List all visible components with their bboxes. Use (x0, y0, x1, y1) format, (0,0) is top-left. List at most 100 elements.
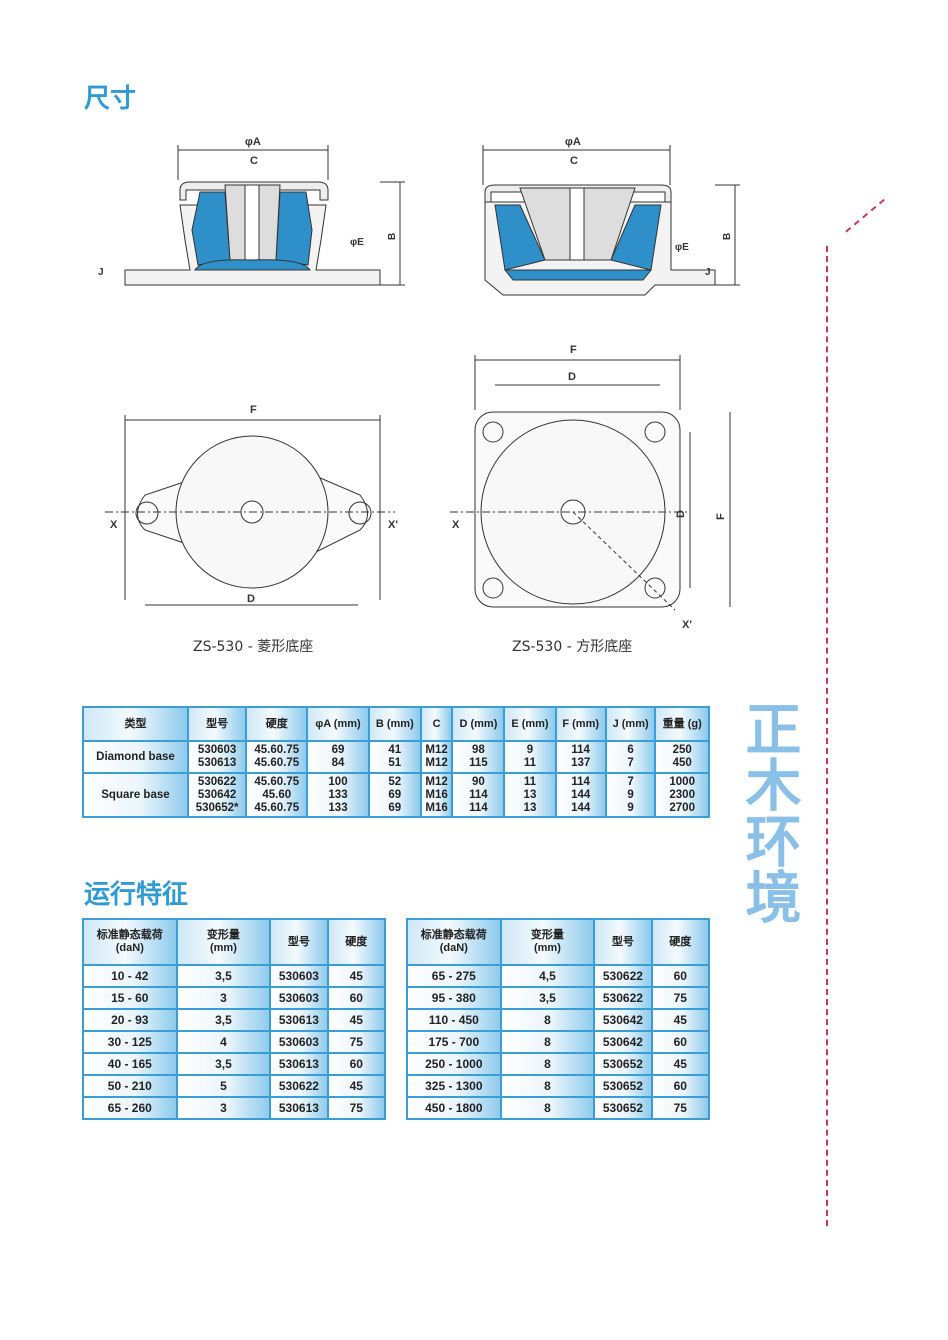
cell: 4 (175, 1030, 272, 1054)
col-header: E (mm) (503, 706, 557, 742)
label-phiA: φA (245, 136, 261, 148)
cell-A: 100 133 133 (306, 772, 370, 818)
col-header: J (mm) (604, 706, 657, 742)
col-header: 标准静态载荷 (daN) (406, 918, 502, 966)
cell: 530603 (269, 964, 329, 988)
label-J: J (98, 267, 104, 278)
label-C: C (570, 155, 578, 167)
cell: 75 (650, 1096, 711, 1120)
dimensions-title: 尺寸 (84, 84, 137, 114)
cross-section-drawings: φA C B φE J φA C B φE J (98, 136, 740, 296)
cell: 60 (326, 1052, 387, 1076)
col-header: 变形量 (mm) (175, 918, 272, 966)
cell: 45 (326, 1074, 387, 1098)
cell: 60 (650, 964, 711, 988)
cell-weight: 1000 2300 2700 (654, 772, 710, 818)
label-B: B (722, 233, 733, 240)
cell: 95 - 380 (406, 986, 502, 1010)
label-D: D (568, 371, 576, 383)
cell: 3,5 (175, 964, 272, 988)
col-header: B (mm) (367, 706, 422, 742)
cell-models: 530622 530642 530652* (186, 772, 248, 818)
col-header: C (419, 706, 454, 742)
col-header: F (mm) (554, 706, 607, 742)
cell-F: 114 137 (554, 740, 607, 774)
cell: 75 (326, 1096, 387, 1120)
cell: 45 (326, 1008, 387, 1032)
cell-C: M12 M12 (419, 740, 454, 774)
cell: 45 (650, 1052, 711, 1076)
cell: 250 - 1000 (406, 1052, 502, 1076)
cell-models: 530603 530613 (186, 740, 248, 774)
cell: 530622 (593, 964, 653, 988)
plan-view-drawings: F D X X' F D D F X X' (105, 344, 731, 631)
label-X: X (110, 519, 118, 531)
cell: 20 - 93 (82, 1008, 178, 1032)
cell: 530652 (593, 1096, 653, 1120)
cell: 3,5 (499, 986, 596, 1010)
col-header: 标准静态载荷 (daN) (82, 918, 178, 966)
cell: 175 - 700 (406, 1030, 502, 1054)
label-X-prime: X' (388, 519, 398, 531)
label-C: C (250, 155, 258, 167)
watermark: 正木环境 (736, 700, 801, 924)
label-phiE: φE (350, 237, 364, 248)
cell: 4,5 (499, 964, 596, 988)
table-header-row: 类型 型号 硬度 φA (mm) B (mm) C D (mm) E (mm) … (82, 706, 710, 742)
cell-J: 7 9 9 (604, 772, 657, 818)
cell: 530642 (593, 1030, 653, 1054)
cell: 3,5 (175, 1052, 272, 1076)
cell: 325 - 1300 (406, 1074, 502, 1098)
label-F: F (715, 513, 727, 520)
decorative-dashed-line (826, 246, 828, 1226)
cell-weight: 250 450 (654, 740, 710, 774)
cell: 450 - 1800 (406, 1096, 502, 1120)
cell-hardness: 45.60.75 45.60.75 (245, 740, 309, 774)
col-header: D (mm) (451, 706, 506, 742)
cell: 3,5 (175, 1008, 272, 1032)
cell: 65 - 275 (406, 964, 502, 988)
cell: 45 (326, 964, 387, 988)
cell: 65 - 260 (82, 1096, 178, 1120)
square-plan-drawing: F D D F X X' (450, 344, 731, 631)
cell: 530622 (269, 1074, 329, 1098)
label-X-prime: X' (682, 619, 692, 631)
cell-D: 98 115 (451, 740, 506, 774)
operation-title: 运行特征 (84, 880, 189, 910)
cell: 60 (650, 1074, 711, 1098)
cell-B: 41 51 (367, 740, 422, 774)
cell: 530603 (269, 1030, 329, 1054)
cell-J: 6 7 (604, 740, 657, 774)
cell-A: 69 84 (306, 740, 370, 774)
cell-type: Diamond base (82, 740, 189, 774)
square-section-drawing: φA C B φE J (482, 136, 740, 296)
cell-type: Square base (82, 772, 189, 818)
cell: 530613 (269, 1008, 329, 1032)
cell-C: M12 M16 M16 (419, 772, 454, 818)
diamond-section-drawing: φA C B φE J (98, 136, 405, 286)
cell: 530652 (593, 1052, 653, 1076)
cell: 3 (175, 986, 272, 1010)
cell: 60 (326, 986, 387, 1010)
cell-D: 90 114 114 (451, 772, 506, 818)
cell: 40 - 165 (82, 1052, 178, 1076)
col-header: 变形量 (mm) (499, 918, 596, 966)
cell: 8 (499, 1074, 596, 1098)
decorative-dashed-line-top (845, 198, 885, 233)
caption-diamond-base: ZS-530 - 菱形底座 (193, 639, 314, 655)
cell: 530603 (269, 986, 329, 1010)
col-header: 类型 (82, 706, 189, 742)
table-header-row: 标准静态载荷 (daN)变形量 (mm)型号硬度 (406, 918, 711, 966)
